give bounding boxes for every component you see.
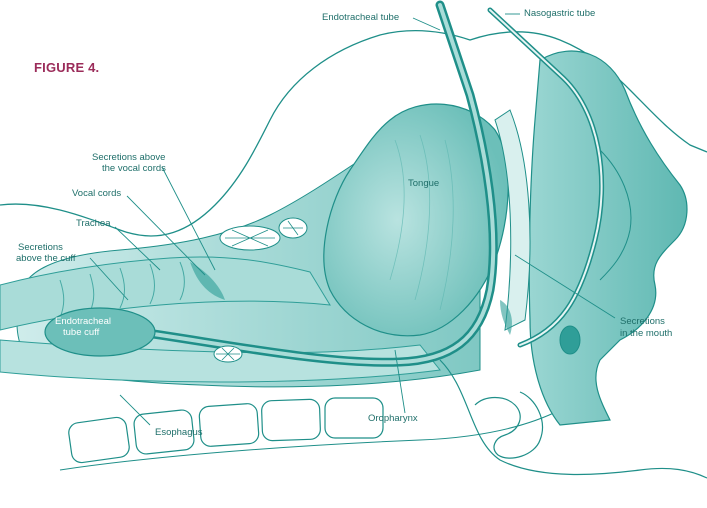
label-secretions-cuff-2: above the cuff	[16, 253, 76, 264]
ear-outline	[475, 392, 542, 458]
label-secretions-vocal-cords-2: the vocal cords	[102, 163, 166, 174]
esophagus-section	[214, 346, 242, 362]
label-cuff-1: Endotracheal	[55, 316, 111, 327]
label-nasogastric-tube: Nasogastric tube	[524, 8, 595, 19]
label-secretions-mouth-2: in the mouth	[620, 328, 672, 339]
nose-face	[529, 51, 687, 425]
spine-vertebrae	[67, 398, 383, 464]
label-vocal-cords: Vocal cords	[72, 188, 121, 199]
label-trachea: Trachea	[76, 218, 111, 229]
label-secretions-mouth-1: Secretions	[620, 316, 665, 327]
label-endotracheal-tube: Endotracheal tube	[322, 12, 399, 23]
label-cuff-2: tube cuff	[63, 327, 99, 338]
label-esophagus: Esophagus	[155, 427, 203, 438]
label-tongue: Tongue	[408, 178, 439, 189]
label-secretions-vocal-cords-1: Secretions above	[92, 152, 165, 163]
figure-title: FIGURE 4.	[34, 60, 99, 75]
label-secretions-cuff-1: Secretions	[18, 242, 63, 253]
nostril	[560, 326, 580, 354]
label-oropharynx: Oropharynx	[368, 413, 418, 424]
